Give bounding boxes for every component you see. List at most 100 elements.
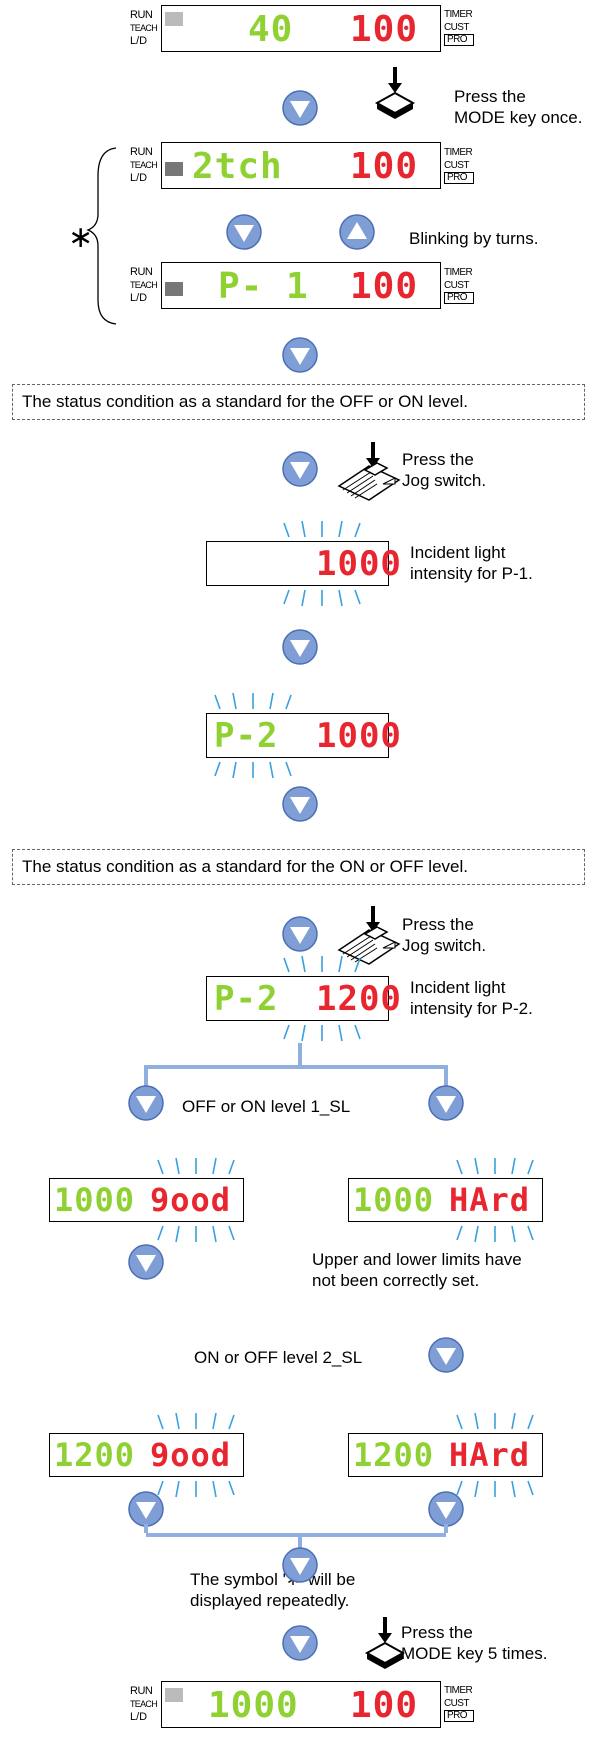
step-down-arrow-icon <box>428 1337 464 1373</box>
step-down-arrow-icon <box>282 629 318 665</box>
branch-down-arrow-icon <box>428 1085 464 1121</box>
blink-rays-top <box>283 520 361 538</box>
run-indicator <box>165 1688 183 1702</box>
status-box-on-off <box>12 849 585 885</box>
run-label: RUN <box>130 266 153 278</box>
branch-down-arrow-icon <box>128 1085 164 1121</box>
step-down-arrow-icon <box>282 1547 318 1583</box>
status-box-off-on <box>12 384 585 420</box>
cust-label: CUST <box>444 280 469 291</box>
ld-label: L/D <box>130 172 148 184</box>
press-jog-text-2: Press the Jog switch. <box>402 915 487 955</box>
jog-switch-icon <box>337 904 401 966</box>
press-mode-once-text: Press the MODE key once. <box>454 87 583 127</box>
mode-key-icon <box>375 65 415 121</box>
cust-label: CUST <box>444 22 469 33</box>
step-down-arrow-icon <box>282 451 318 487</box>
left-readout: 40 <box>248 9 294 50</box>
merge-connector <box>144 1524 448 1550</box>
symbol-note-text: The symbol '∗' will be displayed repeate… <box>190 1570 356 1610</box>
p2-label-readout: P-2 <box>214 979 279 1019</box>
blink-rays-bottom <box>157 1480 235 1498</box>
p2-label-readout: P-2 <box>214 716 279 756</box>
blink-up-arrow-icon <box>339 214 375 250</box>
step-down-arrow-icon <box>128 1244 164 1280</box>
level2-text: ON or OFF level 2_SL <box>194 1348 363 1367</box>
left-readout: 1000 <box>208 1685 299 1726</box>
level1-text: OFF or ON level 1_SL <box>182 1097 351 1116</box>
run-label: RUN <box>130 146 153 158</box>
teach-indicator <box>165 282 183 296</box>
teach-indicator <box>165 162 183 176</box>
blink-rays-top <box>456 1412 534 1430</box>
teach-label: TEACH <box>130 1699 158 1709</box>
display-level1-good <box>49 1178 244 1222</box>
p2-value-readout: 1000 <box>316 716 402 756</box>
mode-key-icon <box>365 1615 405 1671</box>
run-label: RUN <box>130 1685 153 1697</box>
display-p2-setup <box>206 713 389 758</box>
step-down-arrow-icon <box>282 1625 318 1661</box>
pro-label: PRO <box>444 172 474 184</box>
right-readout: 100 <box>350 266 419 307</box>
hard-readout: HArd <box>449 1436 531 1474</box>
blink-down-arrow-icon <box>226 214 262 250</box>
ld-label: L/D <box>130 1711 148 1723</box>
blink-rays-bottom <box>157 1225 235 1243</box>
display-level1-hard <box>348 1178 543 1222</box>
blink-rays-bottom <box>456 1480 534 1498</box>
press-mode-5-text: Press the MODE key 5 times. <box>401 1623 548 1663</box>
jog-switch-icon <box>337 440 401 502</box>
p2-intensity-readout: 1200 <box>316 979 402 1019</box>
display-level2-hard <box>348 1433 543 1477</box>
merge-down-arrow-icon <box>428 1491 464 1527</box>
display-p1-intensity <box>206 541 389 586</box>
good-readout: 9ood <box>150 1181 232 1219</box>
blink-rays-bottom <box>283 1024 361 1042</box>
blinking-text: Blinking by turns. <box>409 229 539 248</box>
step-down-arrow-icon <box>282 337 318 373</box>
teach-label: TEACH <box>130 23 158 33</box>
right-readout: 100 <box>350 9 419 50</box>
asterisk-symbol: ∗ <box>68 220 94 255</box>
timer-label: TIMER <box>444 147 473 158</box>
right-readout: 100 <box>350 1685 419 1726</box>
step-down-arrow-icon <box>282 90 318 126</box>
incident-p1-text: Incident light intensity for P-1. <box>410 543 533 583</box>
cust-label: CUST <box>444 1698 469 1709</box>
merge-down-arrow-icon <box>128 1491 164 1527</box>
level2-value-readout: 1200 <box>54 1436 136 1474</box>
pro-label: PRO <box>444 292 474 304</box>
pro-label: PRO <box>444 1710 474 1722</box>
status-on-off-text: The status condition as a standard for t… <box>22 857 468 876</box>
ld-label: L/D <box>130 292 148 304</box>
run-indicator <box>165 12 183 26</box>
ld-label: L/D <box>130 35 148 47</box>
blink-rays-top <box>214 692 292 710</box>
run-label: RUN <box>130 9 153 21</box>
blink-rays-top <box>157 1157 235 1175</box>
level1-value-readout: 1000 <box>54 1181 136 1219</box>
timer-label: TIMER <box>444 9 473 20</box>
branch-connector <box>144 1043 448 1088</box>
timer-label: TIMER <box>444 1685 473 1696</box>
display-box <box>161 262 441 309</box>
step-down-arrow-icon <box>282 916 318 952</box>
level1-value-readout: 1000 <box>353 1181 435 1219</box>
left-readout: 2tch <box>192 146 283 187</box>
blink-rays-top <box>283 955 361 973</box>
good-readout: 9ood <box>150 1436 232 1474</box>
display-box <box>161 5 441 52</box>
level2-value-readout: 1200 <box>353 1436 435 1474</box>
cust-label: CUST <box>444 160 469 171</box>
blink-rays-bottom <box>283 589 361 607</box>
teach-label: TEACH <box>130 280 158 290</box>
limits-note-text: Upper and lower limits have not been cor… <box>312 1250 522 1290</box>
step-down-arrow-icon <box>282 786 318 822</box>
display-box <box>161 142 441 189</box>
blink-rays-bottom <box>214 761 292 779</box>
press-jog-text-1: Press the Jog switch. <box>402 450 487 490</box>
incident-p2-text: Incident light intensity for P-2. <box>410 978 533 1018</box>
display-box <box>161 1681 441 1728</box>
blink-rays-top <box>456 1157 534 1175</box>
